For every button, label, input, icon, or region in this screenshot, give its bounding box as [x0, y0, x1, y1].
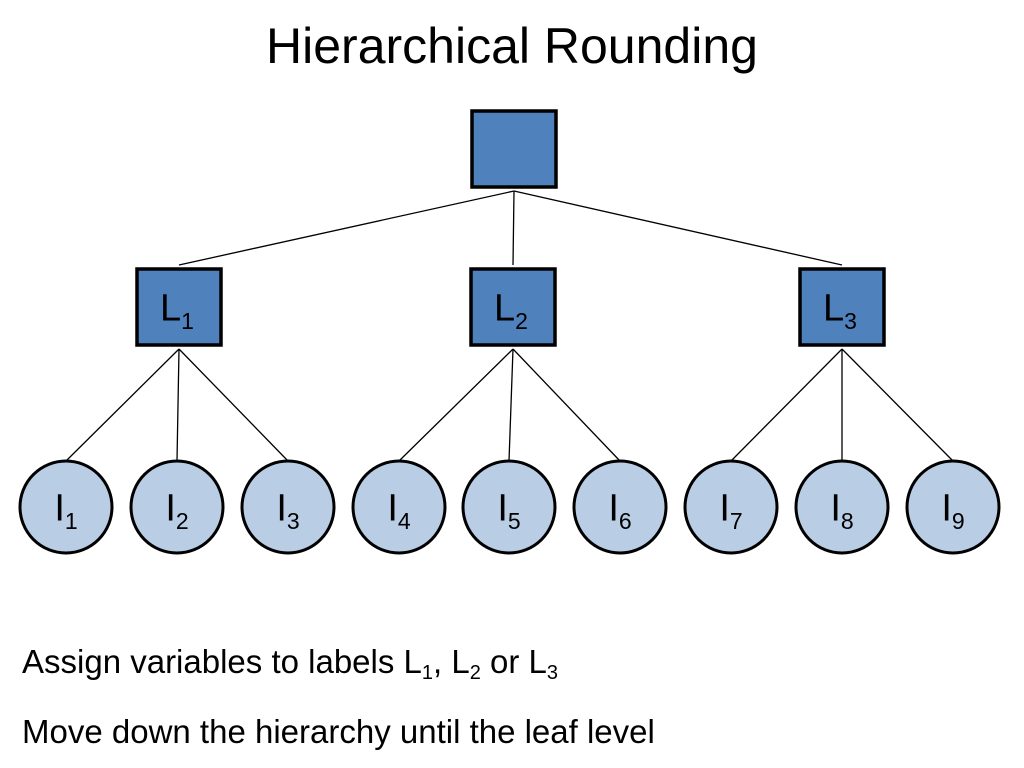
leaf-node-2: I2	[129, 459, 225, 555]
leaf-node-circle	[905, 459, 1001, 555]
page-title: Hierarchical Rounding	[266, 18, 758, 74]
label-node-2: L2	[469, 267, 557, 347]
leaf-node-text: I3	[276, 488, 299, 534]
leaf-node-circle	[240, 459, 336, 555]
label-node-text: L2	[494, 288, 528, 334]
leaf-node-6: I6	[572, 459, 668, 555]
edge-root-to-label-3	[513, 190, 843, 266]
leaf-node-circle	[351, 459, 447, 555]
tree-edges	[65, 190, 954, 462]
leaf-node-circle	[18, 459, 114, 555]
leaf-node-text: I1	[54, 488, 77, 534]
label-node-box	[798, 267, 886, 347]
leaf-node-text: I7	[719, 488, 742, 534]
leaf-node-1: I1	[18, 459, 114, 555]
label-node-1: L1	[135, 267, 223, 347]
edge-label-to-leaf-4	[398, 348, 514, 462]
leaf-node-5: I5	[461, 459, 557, 555]
leaf-node-8: I8	[794, 459, 890, 555]
leaf-node-text: I5	[497, 488, 520, 534]
edge-label-to-leaf-7	[730, 348, 843, 462]
instruction-line-assign: Assign variables to labels L1, L2 or L3	[22, 643, 559, 684]
leaf-node-3: I3	[240, 459, 336, 555]
edge-label-to-leaf-1	[65, 348, 180, 462]
leaf-node-4: I4	[351, 459, 447, 555]
leaf-node-text: I4	[387, 488, 411, 534]
leaf-node-7: I7	[683, 459, 779, 555]
label-node-3: L3	[798, 267, 886, 347]
label-node-text: L1	[160, 288, 194, 334]
edge-root-to-label-2	[512, 190, 515, 266]
instruction-line-move-down: Move down the hierarchy until the leaf l…	[22, 713, 655, 750]
leaf-node-circle	[794, 459, 890, 555]
edge-label-to-leaf-2	[176, 348, 180, 462]
label-node-box	[135, 267, 223, 347]
leaf-node-text: I6	[608, 488, 631, 534]
label-node-text: L3	[823, 288, 857, 334]
edge-root-to-label-1	[178, 190, 515, 266]
edge-label-to-leaf-9	[841, 348, 954, 462]
leaf-node-text: I9	[941, 488, 964, 534]
label-node-box	[469, 267, 557, 347]
leaf-node-text: I2	[165, 488, 188, 534]
leaf-node-text: I8	[830, 488, 853, 534]
edge-label-to-leaf-3	[178, 348, 289, 462]
leaf-node-circle	[461, 459, 557, 555]
edge-label-to-leaf-6	[512, 348, 621, 462]
leaf-node-circle	[572, 459, 668, 555]
edge-label-to-leaf-5	[508, 348, 514, 462]
root-node	[470, 109, 558, 189]
leaf-node-circle	[129, 459, 225, 555]
leaf-node-circle	[683, 459, 779, 555]
leaf-node-9: I9	[905, 459, 1001, 555]
